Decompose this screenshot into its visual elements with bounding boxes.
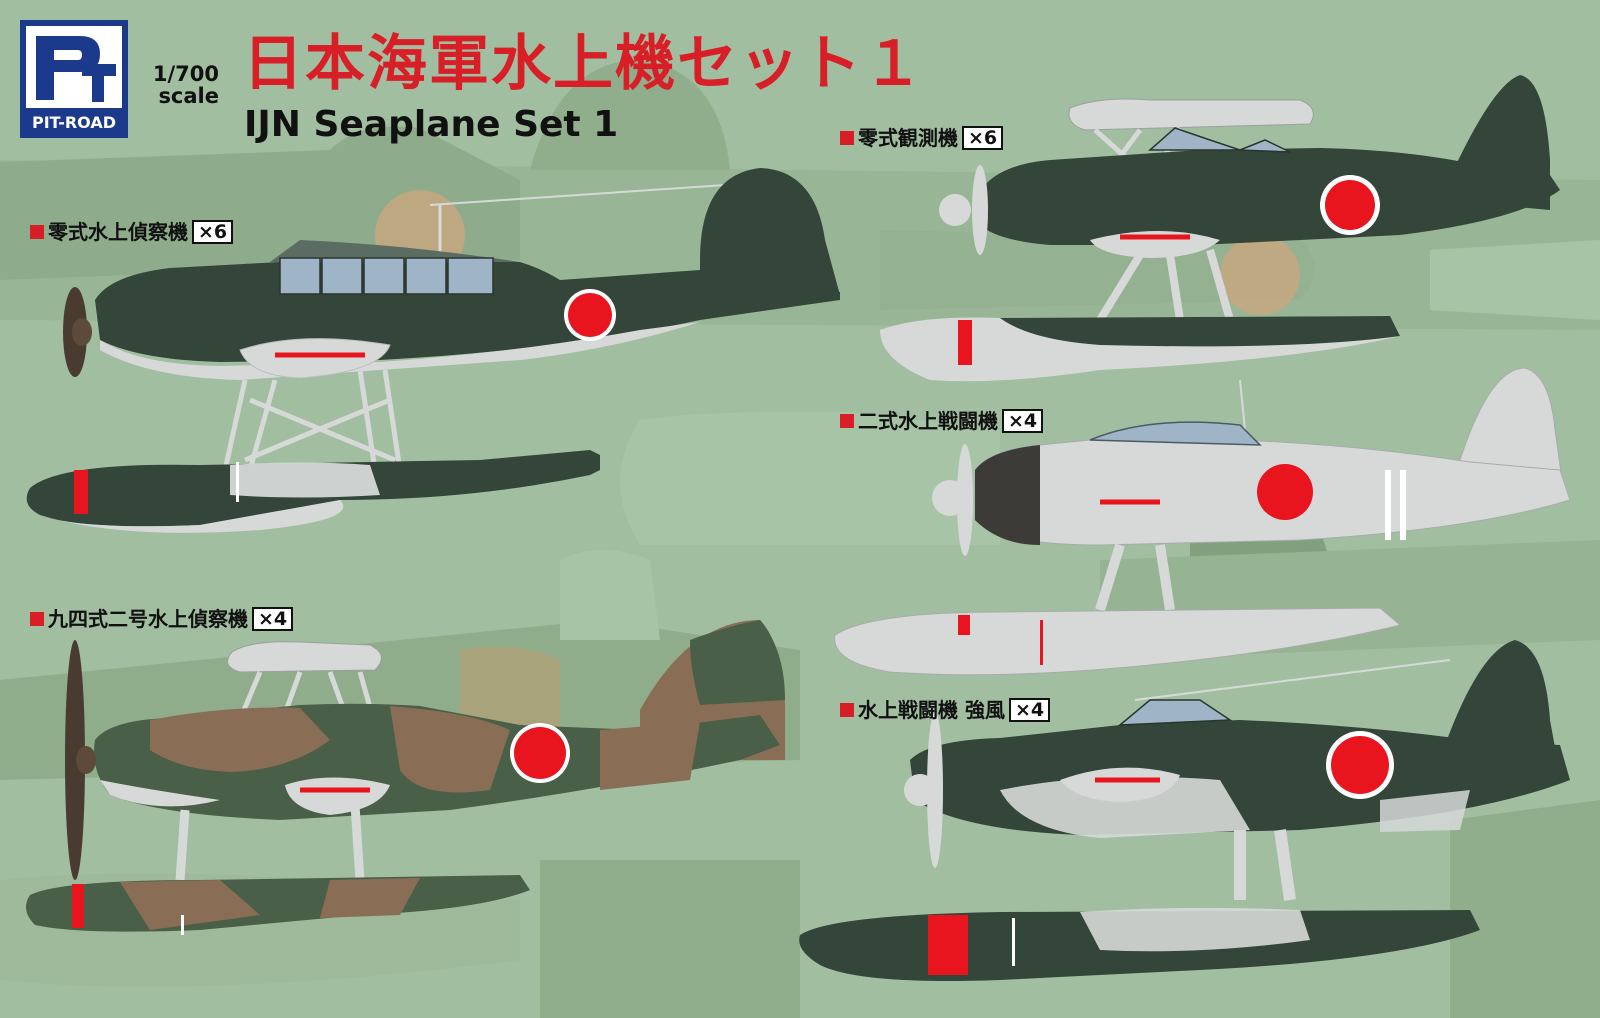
label-f1m: 零式観測機 ×6: [840, 126, 1004, 150]
aircraft-n1k1: [799, 640, 1570, 981]
scale-badge: 1/700 scale: [139, 63, 219, 107]
square-bullet-icon: [840, 703, 854, 717]
label-qty: ×4: [1008, 698, 1051, 722]
square-bullet-icon: [30, 612, 44, 626]
aircraft-f1m: [880, 75, 1560, 382]
title-english: IJN Seaplane Set 1: [244, 104, 619, 145]
title-japanese: 日本海軍水上機セット１: [243, 29, 925, 99]
scale-ratio: 1/700: [152, 62, 219, 86]
label-name: 零式水上偵察機: [48, 220, 188, 244]
label-name: 九四式二号水上偵察機: [48, 607, 248, 631]
square-bullet-icon: [840, 131, 854, 145]
aircraft-e13a: [26, 168, 840, 533]
label-name: 二式水上戦闘機: [858, 409, 998, 433]
label-qty: ×4: [1002, 409, 1044, 433]
label-qty: ×4: [252, 607, 294, 631]
label-qty: ×6: [192, 220, 234, 244]
label-name: 零式観測機: [858, 126, 958, 150]
label-a6m2n: 二式水上戦闘機 ×4: [840, 409, 1044, 433]
square-bullet-icon: [30, 225, 44, 239]
label-name: 水上戦闘機 強風: [858, 698, 1005, 722]
pit-road-logo: PIT-ROAD: [20, 20, 128, 138]
label-n1k1: 水上戦闘機 強風 ×4: [840, 698, 1051, 722]
aircraft-a6m2n: [834, 367, 1571, 676]
scale-word: scale: [158, 84, 219, 108]
label-e13a: 零式水上偵察機 ×6: [30, 220, 234, 244]
aircraft-e7k2: [26, 620, 785, 935]
label-qty: ×6: [962, 126, 1004, 150]
label-e7k2: 九四式二号水上偵察機 ×4: [30, 607, 294, 631]
square-bullet-icon: [840, 414, 854, 428]
logo-text: PIT-ROAD: [32, 113, 116, 132]
